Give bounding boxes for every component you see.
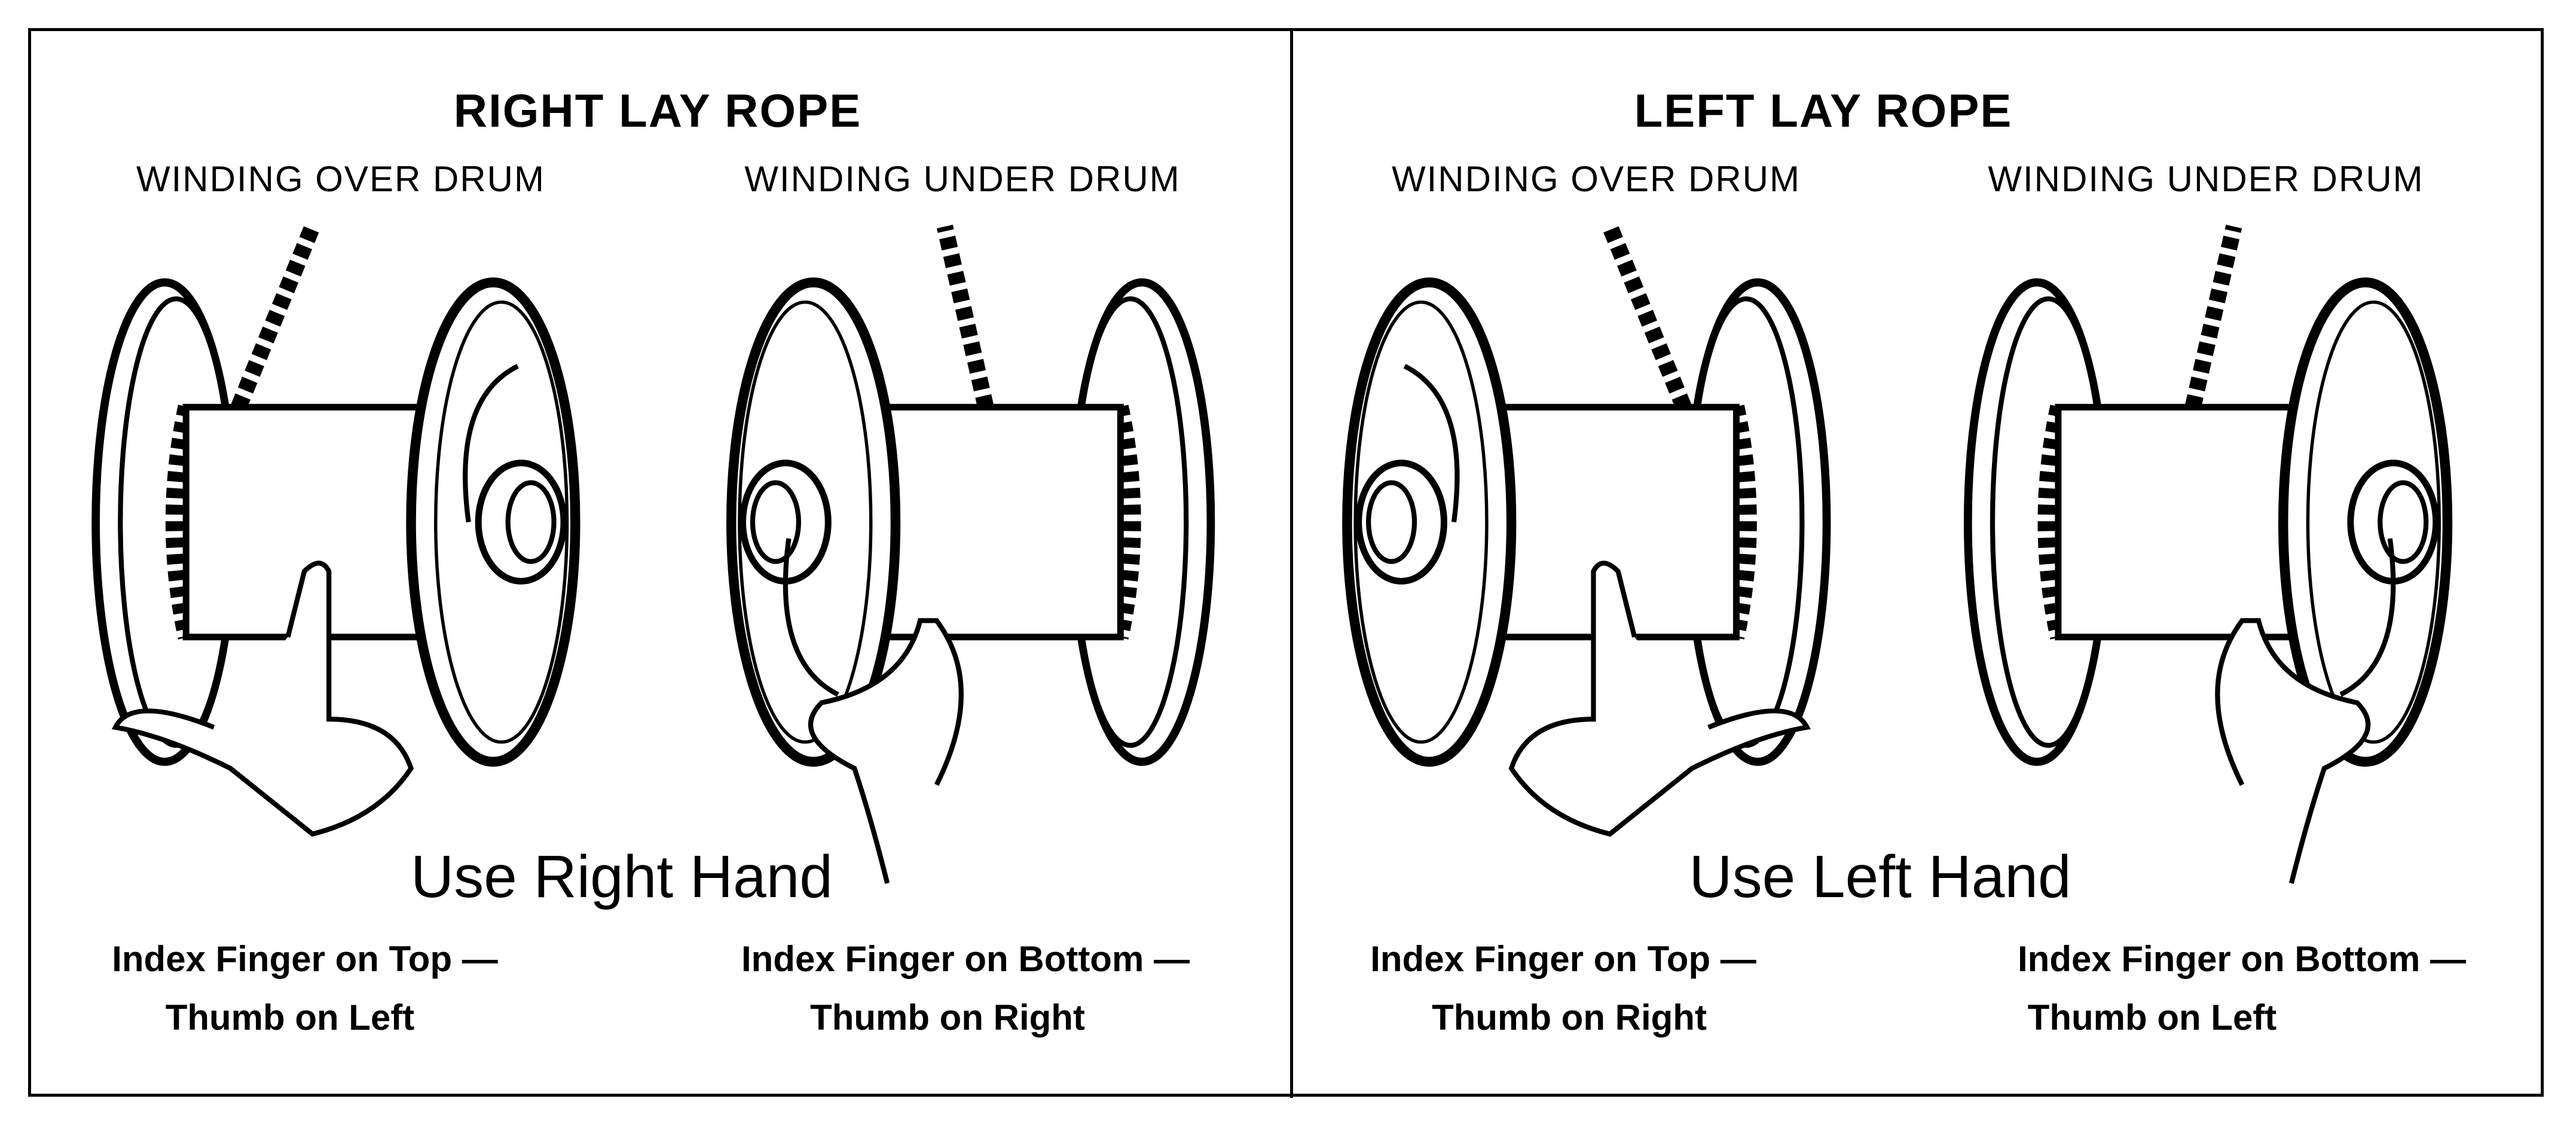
spool-drum bbox=[91, 223, 580, 837]
hand-icon bbox=[808, 618, 964, 884]
diagram-border bbox=[28, 28, 2544, 1097]
instruction-line: Thumb on Right bbox=[810, 997, 1085, 1038]
instruction-line: Thumb on Left bbox=[2027, 997, 2277, 1038]
hub-cap bbox=[505, 480, 557, 564]
instruction-line: Thumb on Right bbox=[1432, 997, 1707, 1038]
rope-lead bbox=[1602, 223, 1692, 411]
instruction-line: Index Finger on Top — bbox=[1370, 939, 1756, 979]
hand-icon bbox=[1508, 561, 1811, 837]
instruction-line: Index Finger on Bottom — bbox=[2018, 939, 2466, 979]
spool-drum bbox=[1963, 225, 2453, 884]
panel-title-right-lay: RIGHT LAY ROPE bbox=[453, 84, 862, 137]
rope-lead bbox=[231, 223, 320, 411]
hand-instruction: Use Right Hand bbox=[411, 843, 833, 910]
subheading-winding-over: WINDING OVER DRUM bbox=[1392, 159, 1801, 199]
rope-lead bbox=[936, 225, 994, 409]
rotation-arrow-icon bbox=[783, 538, 839, 697]
rope-lead bbox=[2184, 225, 2242, 409]
subheading-winding-under: WINDING UNDER DRUM bbox=[744, 159, 1181, 199]
instruction-line: Index Finger on Top — bbox=[112, 939, 498, 979]
hub-cap bbox=[2378, 480, 2429, 564]
rotation-arrow-icon bbox=[463, 363, 519, 523]
hub-cap bbox=[750, 480, 801, 564]
subheading-winding-under: WINDING UNDER DRUM bbox=[1988, 159, 2424, 199]
panel-title-left-lay: LEFT LAY ROPE bbox=[1634, 84, 2013, 137]
hand-instruction: Use Left Hand bbox=[1689, 843, 2071, 910]
instruction-line: Index Finger on Bottom — bbox=[741, 939, 1190, 979]
hub-cap bbox=[1365, 480, 1417, 564]
rotation-arrow-icon bbox=[2339, 538, 2396, 697]
instruction-line: Thumb on Left bbox=[165, 997, 415, 1038]
hand-icon bbox=[111, 561, 414, 837]
hand-icon bbox=[2215, 618, 2371, 884]
spool-drum bbox=[1342, 223, 1831, 837]
subheading-winding-over: WINDING OVER DRUM bbox=[136, 159, 545, 199]
panel-divider bbox=[1290, 28, 1293, 1098]
spool-drum bbox=[726, 225, 1215, 884]
rotation-arrow-icon bbox=[1403, 363, 1460, 523]
